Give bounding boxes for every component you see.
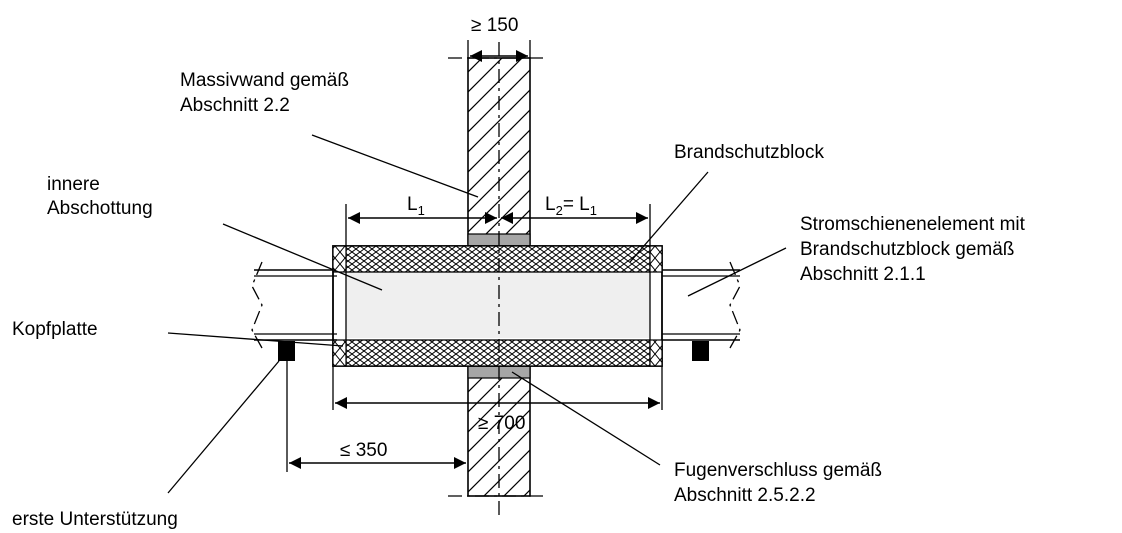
support-right (692, 341, 709, 361)
dimension-150: ≥ 150 (470, 15, 528, 62)
end-cap-left-bottom (332, 339, 347, 367)
fire-protection-block (332, 245, 663, 367)
block-bottom-layer (345, 339, 651, 367)
end-cap-right-top (649, 245, 663, 273)
l1-label: L1 (407, 194, 425, 218)
joint-seal-label: Fugenverschluss gemäß Abschnitt 2.5.2.2 (674, 460, 887, 506)
inner-partition-core (346, 272, 650, 338)
dim-150-label: ≥ 150 (471, 15, 518, 36)
busbar-left (251, 261, 337, 349)
dimension-700: ≥ 700 (332, 366, 663, 434)
busbar-right (662, 261, 741, 349)
leader-kopfplatte (167, 332, 344, 347)
leader-element (687, 247, 787, 297)
first-support-left (278, 341, 295, 361)
first-support-label: erste Unterstützung (12, 509, 178, 530)
dimension-350: ≤ 350 (286, 361, 466, 472)
wall-label: Massivwand gemäß Abschnitt 2.2 (180, 70, 354, 116)
leader-block (629, 171, 709, 263)
dim-350-label: ≤ 350 (340, 440, 387, 461)
element-label: Stromschienenelement mit Brandschutzbloc… (800, 214, 1030, 285)
end-cap-left-top (332, 245, 347, 273)
leader-wall (311, 134, 479, 198)
inner-partition-label: innere Abschottung (47, 174, 153, 219)
end-cap-right-bottom (649, 339, 663, 367)
kopfplatte-label: Kopfplatte (12, 319, 98, 340)
block-label: Brandschutzblock (674, 142, 824, 163)
leader-joint-seal (511, 371, 661, 466)
leader-inner-partition (222, 223, 383, 291)
leader-first-support (167, 360, 280, 494)
dimension-l2: L2= L1 (501, 194, 651, 246)
dimension-l1: L1 (345, 194, 497, 246)
block-top-layer (345, 245, 651, 273)
dim-700-label: ≥ 700 (478, 413, 525, 434)
l2-label: L2= L1 (545, 194, 597, 218)
